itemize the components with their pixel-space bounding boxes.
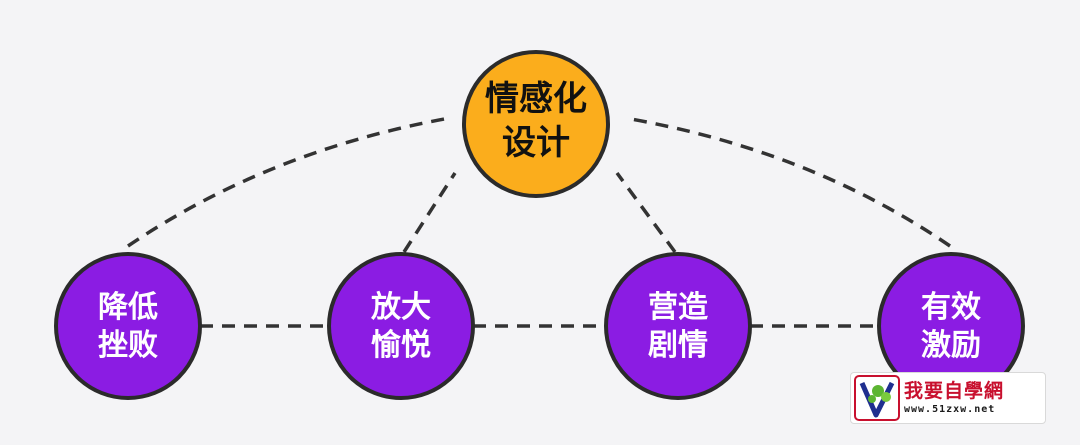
child-node-3-label-line1: 营造 bbox=[648, 290, 708, 325]
child-node-2-label-line1: 放大 bbox=[370, 290, 431, 325]
child-node-2-label-line2: 愉悦 bbox=[371, 328, 431, 363]
child-node-1-label-line2: 挫败 bbox=[98, 328, 158, 363]
child-node-3-label-line2: 剧情 bbox=[648, 328, 708, 363]
watermark-url: www.51zxw.net bbox=[904, 404, 996, 415]
child-node-4: 有效 激励 bbox=[877, 252, 1025, 400]
child-node-1-label-line1: 降低 bbox=[98, 290, 158, 325]
connector-center-to-node-2 bbox=[402, 172, 457, 253]
center-node-label-line1: 情感化 bbox=[485, 79, 587, 119]
center-node-label-line2: 设计 bbox=[502, 123, 570, 163]
center-node: 情感化 设计 bbox=[462, 50, 610, 198]
watermark-title: 我要自學網 bbox=[904, 380, 1005, 402]
connector-center-to-node-3 bbox=[615, 171, 677, 254]
child-node-4-label-line1: 有效 bbox=[921, 290, 981, 325]
connectors bbox=[127, 116, 951, 328]
child-node-3: 营造 剧情 bbox=[604, 252, 752, 400]
connector-center-to-node-1 bbox=[127, 116, 451, 248]
connector-center-to-node-4 bbox=[624, 116, 951, 248]
watermark-logo bbox=[854, 375, 900, 421]
child-node-1: 降低 挫败 bbox=[54, 252, 202, 400]
watermark-badge: 我要自學網 www.51zxw.net bbox=[850, 372, 1046, 424]
child-node-2: 放大 愉悦 bbox=[327, 252, 475, 400]
child-node-4-label-line2: 激励 bbox=[921, 328, 981, 363]
